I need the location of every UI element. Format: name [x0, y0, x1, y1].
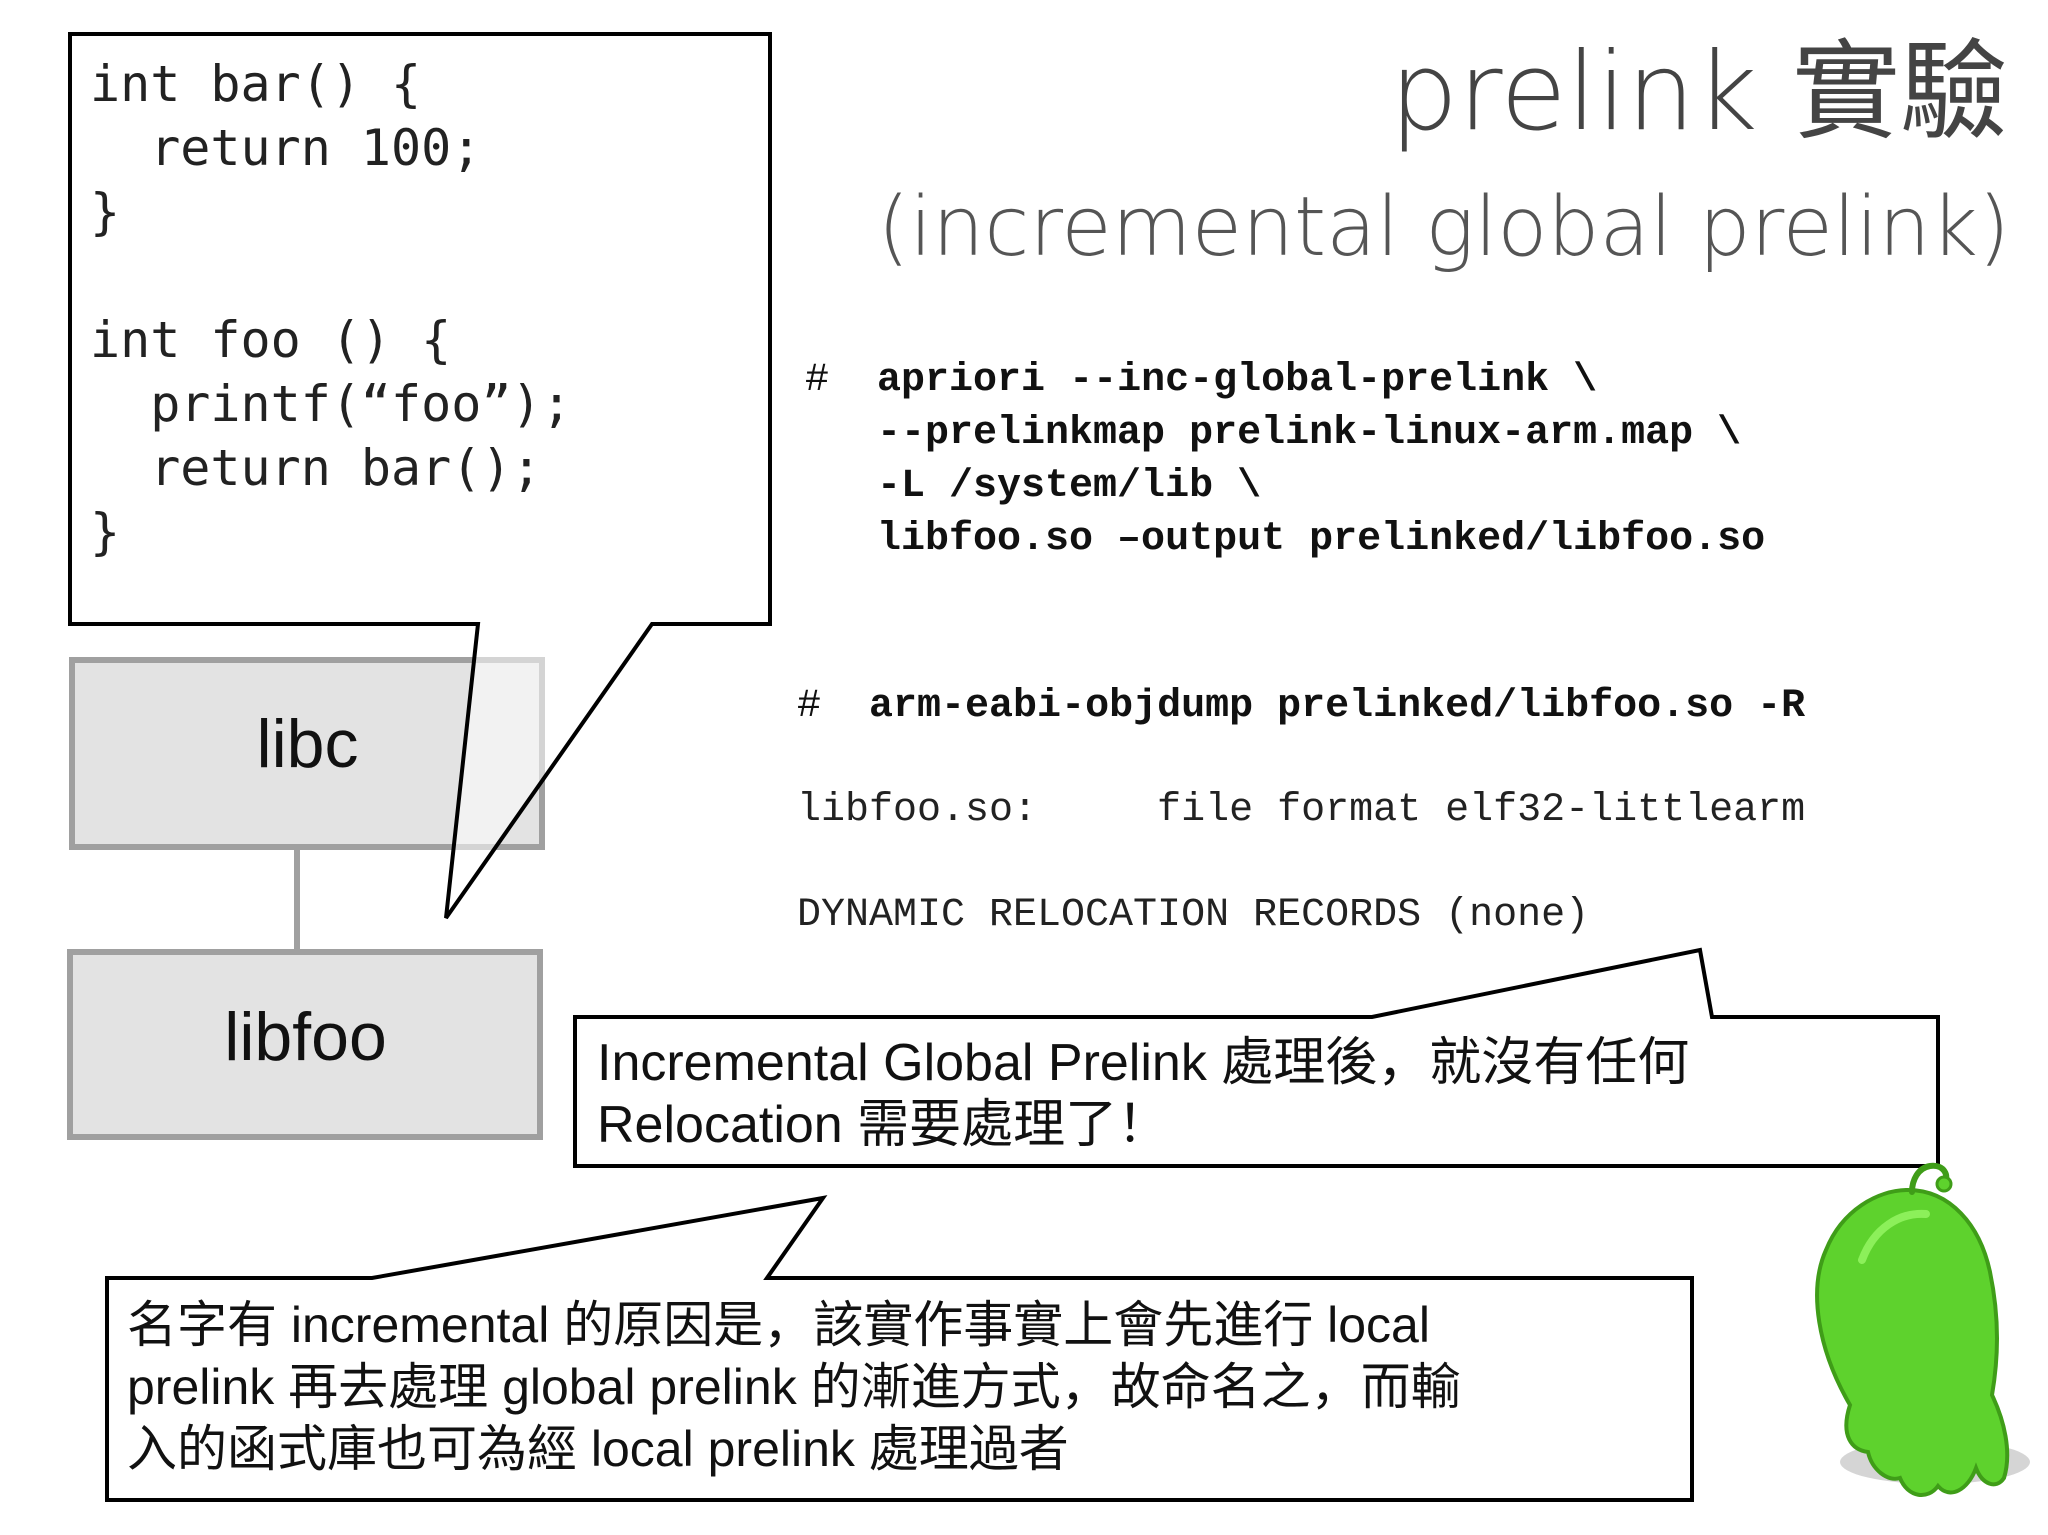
callout-line: Relocation 需要處理了！: [597, 1096, 1170, 1154]
command-prompt: #: [797, 684, 822, 729]
command-prompt: #: [805, 358, 830, 403]
command-line: arm-eabi-objdump prelinked/libfoo.so -R: [869, 684, 1806, 729]
green-ghost-mascot-icon: [1815, 1162, 2030, 1497]
libfoo-label: libfoo: [224, 999, 387, 1075]
callout-middle-bubble: [573, 947, 1940, 1168]
code-line: return bar();: [90, 439, 542, 497]
code-bubble: [68, 32, 772, 920]
callout-middle-text: Incremental Global Prelink 處理後，就沒有任何 Rel…: [597, 1032, 1689, 1156]
code-line: return 100;: [90, 119, 482, 177]
code-line: int foo () {: [90, 311, 452, 369]
code-line: }: [90, 503, 121, 561]
libc-label: libc: [256, 706, 359, 782]
page-title: prelink 實驗: [1389, 30, 2008, 155]
code-line: int bar() {: [90, 55, 422, 113]
command-line: --prelinkmap prelink-linux-arm.map \: [877, 411, 1742, 456]
apriori-command: # apriori --inc-global-prelink \ --preli…: [805, 354, 1765, 566]
objdump-command: # arm-eabi-objdump prelinked/libfoo.so -…: [797, 680, 1805, 733]
libfoo-box: [67, 949, 543, 1140]
callout-line: Incremental Global Prelink 處理後，就沒有任何: [597, 1034, 1690, 1092]
code-line: }: [90, 183, 121, 241]
callout-line: prelink 再去處理 global prelink 的漸進方式，故命名之，而…: [127, 1359, 1461, 1415]
command-line: apriori --inc-global-prelink \: [877, 358, 1598, 403]
code-snippet: int bar() { return 100; } int foo () { p…: [90, 52, 572, 564]
command-line: libfoo.so –output prelinked/libfoo.so: [877, 517, 1766, 562]
callout-line: 名字有 incremental 的原因是，該實作事實上會先進行 local: [127, 1297, 1430, 1353]
objdump-records-line: DYNAMIC RELOCATION RECORDS (none): [797, 893, 1590, 938]
command-line: -L /system/lib \: [877, 464, 1262, 509]
objdump-file-line: libfoo.so: file format elf32-littlearm: [797, 788, 1806, 833]
callout-bottom-bubble: [105, 1195, 1694, 1502]
page-subtitle: (incremental global prelink): [877, 180, 2010, 275]
code-line: printf(“foo”);: [90, 375, 572, 433]
callout-bottom-text: 名字有 incremental 的原因是，該實作事實上會先進行 local pr…: [127, 1294, 1461, 1480]
callout-line: 入的函式庫也可為經 local prelink 處理過者: [127, 1421, 1069, 1477]
